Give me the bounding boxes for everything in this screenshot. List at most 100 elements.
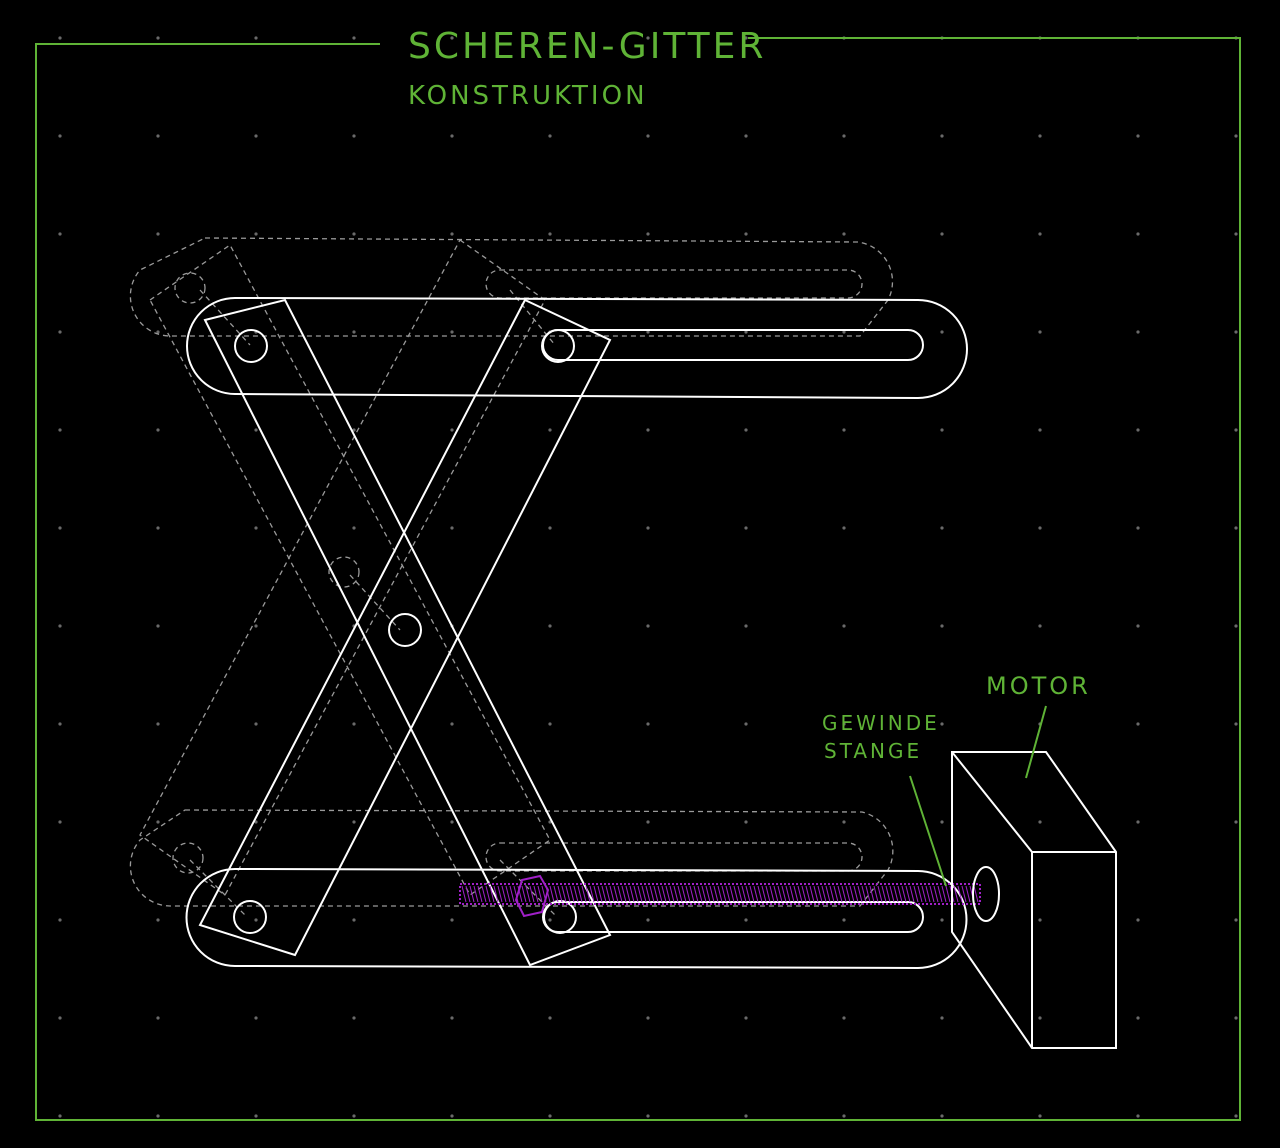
grid-dot	[1136, 820, 1140, 824]
grid-dot	[58, 1016, 62, 1020]
rod-thread-line	[505, 885, 511, 903]
grid-dot	[1136, 624, 1140, 628]
grid-dot	[1136, 134, 1140, 138]
rod-thread-line	[649, 885, 655, 903]
rod-thread-line	[841, 885, 847, 903]
grid-dot	[646, 232, 650, 236]
grid-dot	[646, 36, 650, 40]
grid-dot	[940, 722, 944, 726]
rod-thread-line	[501, 885, 507, 903]
rod-thread-line	[489, 885, 495, 903]
rod-thread-line	[481, 885, 487, 903]
grid-dot	[58, 134, 62, 138]
ghost-link-4	[189, 859, 246, 916]
grid-dot	[450, 820, 454, 824]
grid-dot	[450, 232, 454, 236]
grid-dot	[548, 526, 552, 530]
grid-dot	[1234, 1016, 1238, 1020]
rod-label-pointer	[909, 775, 947, 887]
rod-thread-line	[761, 885, 767, 903]
rod-thread-line	[701, 885, 707, 903]
grid-dot	[1234, 526, 1238, 530]
grid-dot	[744, 232, 748, 236]
rod-thread-line	[877, 885, 883, 903]
rod-thread-line	[829, 885, 835, 903]
rod-thread-line	[973, 885, 979, 903]
grid-dot	[940, 820, 944, 824]
grid-dot	[254, 232, 258, 236]
motor-label: MOTOR	[986, 672, 1091, 700]
rod-thread-line	[585, 885, 591, 903]
grid-dot	[1038, 1114, 1042, 1118]
ghost-lower-arm	[129, 809, 894, 907]
grid-dot	[646, 134, 650, 138]
rod-thread-line	[941, 885, 947, 903]
rod-thread-line	[713, 885, 719, 903]
rod-thread-line	[601, 885, 607, 903]
threaded-rod-label-2: STANGE	[824, 739, 922, 763]
motor-shaft-hole	[972, 866, 1000, 922]
threaded-rod-hatch	[461, 885, 979, 903]
rod-thread-line	[617, 885, 623, 903]
grid-dot	[450, 36, 454, 40]
rod-thread-line	[849, 885, 855, 903]
rod-thread-line	[957, 885, 963, 903]
grid-dot	[352, 722, 356, 726]
grid-dot	[842, 624, 846, 628]
grid-dot	[744, 820, 748, 824]
grid-dot	[744, 1016, 748, 1020]
rod-thread-line	[861, 885, 867, 903]
grid-dot	[1038, 526, 1042, 530]
grid-dot	[646, 820, 650, 824]
grid-dot	[1038, 918, 1042, 922]
rod-thread-line	[745, 885, 751, 903]
rod-thread-line	[637, 885, 643, 903]
rod-thread-line	[689, 885, 695, 903]
grid-dot	[352, 820, 356, 824]
rod-thread-line	[657, 885, 663, 903]
rod-thread-line	[845, 885, 851, 903]
grid-dot	[646, 330, 650, 334]
rod-thread-line	[853, 885, 859, 903]
grid-dot	[58, 820, 62, 824]
rod-thread-line	[769, 885, 775, 903]
grid-dot	[156, 232, 160, 236]
rod-thread-line	[681, 885, 687, 903]
rod-thread-line	[885, 885, 891, 903]
rod-thread-line	[953, 885, 959, 903]
rod-thread-line	[485, 885, 491, 903]
grid-dot	[842, 1016, 846, 1020]
diagonal-bar-a	[203, 298, 612, 967]
rod-thread-line	[469, 885, 475, 903]
motor-front-face	[951, 751, 1117, 1049]
rod-thread-line	[577, 885, 583, 903]
grid-dot	[940, 918, 944, 922]
grid-dot	[254, 722, 258, 726]
threaded-rod	[459, 874, 981, 918]
grid-dot	[254, 624, 258, 628]
rod-thread-line	[865, 885, 871, 903]
rod-thread-line	[821, 885, 827, 903]
rod-thread-line	[593, 885, 599, 903]
grid-dot	[450, 1114, 454, 1118]
grid-dot	[254, 820, 258, 824]
grid-dot	[1234, 820, 1238, 824]
grid-dot	[58, 1114, 62, 1118]
grid-dot	[58, 330, 62, 334]
pin-lower-slider	[543, 900, 577, 934]
grid-dot	[254, 1016, 258, 1020]
grid-dot	[254, 1114, 258, 1118]
rod-thread-line	[909, 885, 915, 903]
grid-dot	[842, 918, 846, 922]
rod-thread-line	[965, 885, 971, 903]
grid-dot	[1136, 428, 1140, 432]
pin-upper-slider	[541, 329, 575, 363]
grid-dot	[58, 36, 62, 40]
rod-thread-line	[529, 885, 535, 903]
grid-dot	[842, 526, 846, 530]
rod-thread-line	[645, 885, 651, 903]
rod-thread-line	[613, 885, 619, 903]
grid-dot	[1038, 428, 1042, 432]
rod-thread-line	[561, 885, 567, 903]
